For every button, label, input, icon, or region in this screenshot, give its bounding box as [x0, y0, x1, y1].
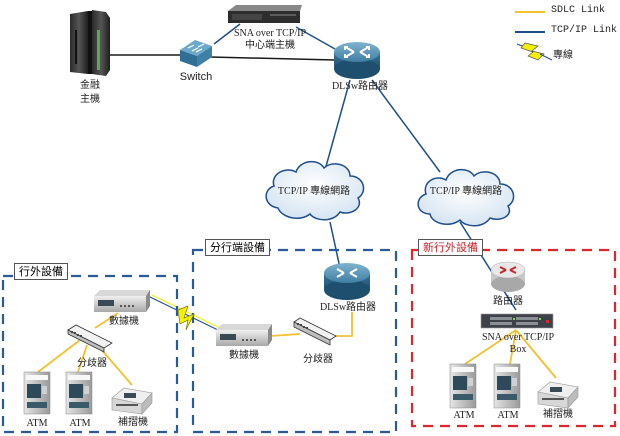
sna-server-icon — [228, 5, 302, 23]
cloud-right-icon — [417, 168, 515, 227]
core-router-icon — [334, 42, 380, 79]
legend-sdlc-label: SDLC Link — [551, 5, 606, 16]
mainframe-icon — [70, 10, 110, 76]
link-cloud-left-branch-router — [329, 221, 341, 269]
cloud-left-label: TCP/IP 專線網路 — [277, 186, 351, 197]
zone-branch-title: 分行端設備 — [205, 239, 270, 256]
link-switch-router — [209, 56, 336, 61]
offsite-passbook-printer-icon — [111, 387, 153, 415]
link-branch-splitter-modem — [269, 333, 301, 337]
link-offsite-splitter-passbook — [99, 347, 133, 386]
legend-leased-line-icon — [516, 42, 553, 61]
sna-box-label-line2: Box — [509, 344, 527, 355]
offsite-atm2-label: ATM — [69, 418, 91, 429]
sna-server-label-line1: SNA over TCP/IP — [233, 28, 307, 39]
link-offsite-modem-splitter — [94, 312, 119, 329]
link-router-cloud-left — [324, 79, 351, 171]
branch-modem-icon — [216, 324, 272, 346]
zone-new-offsite-border — [410, 248, 617, 428]
offsite-modem-icon — [94, 290, 150, 312]
sna-server-label-line2: 中心端主機 — [245, 40, 295, 51]
sna-box-label-line1: SNA over TCP/IP — [481, 332, 555, 343]
new-offsite-atm2-icon — [493, 363, 521, 409]
legend-leased-line-label: 專線 — [553, 51, 573, 62]
mainframe-label-line1: 金融 — [80, 80, 100, 91]
new-offsite-router-icon — [490, 261, 526, 292]
branch-splitter-label: 分歧器 — [303, 354, 333, 365]
link-sna-server-router — [295, 26, 336, 50]
offsite-atm2-icon — [65, 371, 93, 415]
new-offsite-atm1-icon — [449, 363, 477, 409]
branch-modem-label: 數據機 — [229, 350, 259, 361]
zone-branch-border — [191, 248, 398, 434]
new-offsite-atm2-label: ATM — [497, 410, 519, 421]
branch-splitter-icon — [293, 317, 337, 346]
zone-offsite-border — [1, 274, 179, 434]
offsite-splitter-label: 分歧器 — [77, 358, 107, 369]
cloud-left-icon — [265, 160, 365, 221]
link-offsite-splitter-atm1 — [37, 339, 81, 373]
legend-tcpip-label: TCP/IP Link — [551, 25, 618, 36]
branch-router-label: DLSw路由器 — [319, 302, 377, 313]
sna-over-tcpip-box-icon — [480, 313, 554, 329]
offsite-splitter-icon — [67, 324, 113, 353]
link-router-cloud-right — [371, 79, 441, 173]
new-offsite-passbook-printer-icon — [537, 381, 579, 409]
mainframe-label-line2: 主機 — [80, 94, 100, 105]
link-box-atm1 — [464, 329, 517, 365]
new-offsite-atm1-label: ATM — [453, 410, 475, 421]
link-cloud-right-new-router — [459, 221, 517, 311]
zone-new-offsite-title: 新行外設備 — [418, 239, 483, 256]
offsite-passbook-label: 補摺機 — [118, 417, 148, 428]
switch-label: Switch — [179, 71, 213, 83]
link-box-atm2 — [509, 329, 517, 365]
switch-icon — [180, 40, 212, 67]
offsite-atm1-icon — [23, 371, 51, 415]
branch-router-icon — [324, 263, 370, 300]
offsite-modem-label: 數據機 — [109, 316, 139, 327]
link-branch-router-splitter — [333, 312, 353, 337]
new-offsite-router-label: 路由器 — [493, 296, 523, 307]
cloud-right-label: TCP/IP 專線網路 — [429, 186, 503, 197]
links — [37, 23, 557, 386]
link-box-passbook — [515, 329, 557, 379]
legend — [515, 11, 553, 61]
zone-offsite-title: 行外設備 — [14, 263, 68, 280]
link-switch-sna-server — [213, 23, 241, 45]
link-offsite-splitter-atm2 — [77, 344, 88, 373]
core-router-label: DLSw路由器 — [331, 81, 389, 92]
offsite-atm1-label: ATM — [26, 418, 48, 429]
leased-line-lightning-icon — [177, 305, 195, 331]
new-offsite-passbook-label: 補摺機 — [543, 409, 573, 420]
